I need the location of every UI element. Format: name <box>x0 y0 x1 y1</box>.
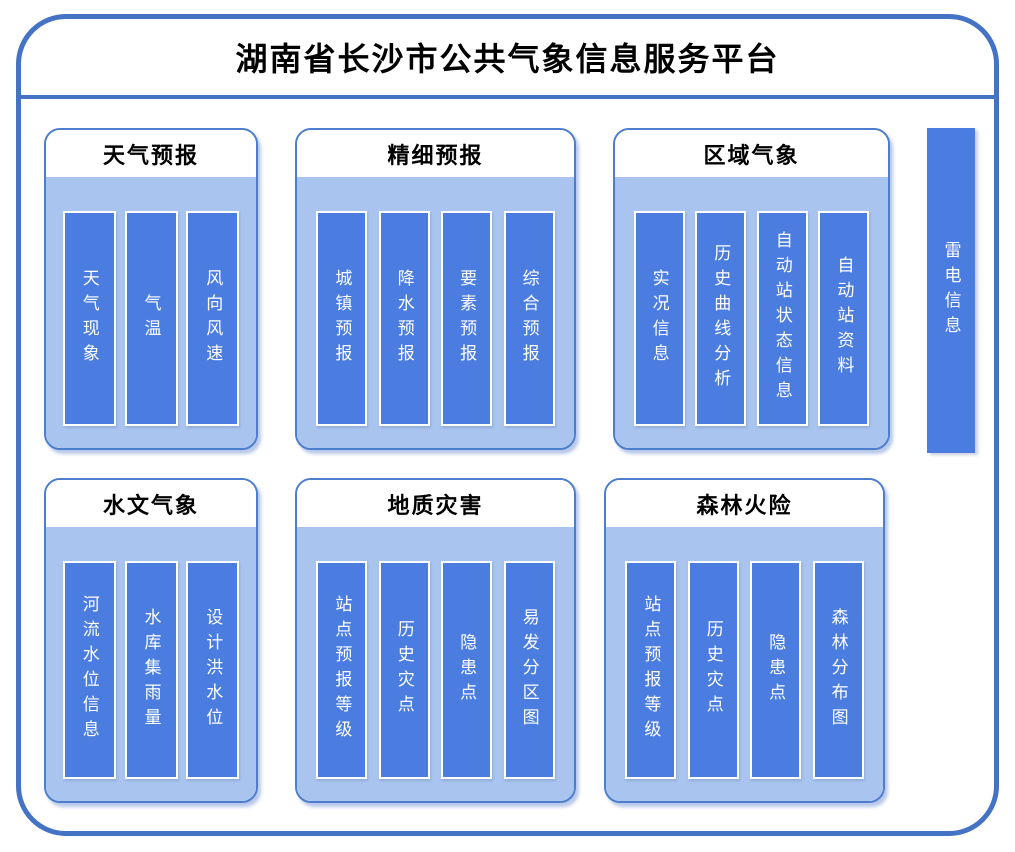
panel-regional-weather-body: 实况信息 历史曲线分析 自动站状态信息 自动站资料 <box>615 177 888 448</box>
lightning-info-bar-label: 雷电信息 <box>941 240 961 341</box>
panel-hydrology-weather: 水文气象 河流水位信息 水库集雨量 设计洪水位 <box>44 478 258 803</box>
title-bar: 湖南省长沙市公共气象信息服务平台 <box>21 19 994 99</box>
panel-forest-fire-title: 森林火险 <box>606 480 883 527</box>
module-bar: 森林分布图 <box>812 561 864 779</box>
panel-geological-disaster: 地质灾害 站点预报等级 历史灾点 隐患点 易发分区图 <box>295 478 576 803</box>
panel-fine-forecast-body: 城镇预报 降水预报 要素预报 综合预报 <box>297 177 574 448</box>
module-bar-label: 降水预报 <box>394 268 414 369</box>
module-bar: 站点预报等级 <box>625 561 677 779</box>
module-bar: 风向风速 <box>186 211 240 426</box>
panel-geological-disaster-title: 地质灾害 <box>297 480 574 527</box>
module-bar-label: 森林分布图 <box>828 607 848 733</box>
module-bar-label: 历史曲线分析 <box>711 243 731 394</box>
module-bar: 降水预报 <box>378 211 430 426</box>
module-bar: 自动站资料 <box>818 211 870 426</box>
module-bar: 实况信息 <box>633 211 685 426</box>
module-bar-label: 隐患点 <box>766 632 786 708</box>
module-bar: 隐患点 <box>750 561 802 779</box>
panel-regional-weather-title: 区域气象 <box>615 130 888 177</box>
panel-fine-forecast: 精细预报 城镇预报 降水预报 要素预报 综合预报 <box>295 128 576 450</box>
panel-forest-fire: 森林火险 站点预报等级 历史灾点 隐患点 森林分布图 <box>604 478 885 803</box>
panel-forest-fire-body: 站点预报等级 历史灾点 隐患点 森林分布图 <box>606 527 883 801</box>
module-bar-label: 实况信息 <box>649 268 669 369</box>
module-bar: 自动站状态信息 <box>756 211 808 426</box>
module-bar-label: 综合预报 <box>519 268 539 369</box>
module-bar-label: 河流水位信息 <box>79 595 99 745</box>
module-bar: 易发分区图 <box>503 561 555 779</box>
module-bar: 水库集雨量 <box>124 561 178 779</box>
lightning-info-bar: 雷电信息 <box>927 128 975 453</box>
module-bar-label: 风向风速 <box>203 268 223 369</box>
module-bar-label: 自动站资料 <box>834 256 854 381</box>
module-bar: 隐患点 <box>441 561 493 779</box>
module-bar: 站点预报等级 <box>316 561 368 779</box>
panel-hydrology-weather-title: 水文气象 <box>46 480 256 527</box>
module-bar: 历史曲线分析 <box>695 211 747 426</box>
module-bar-label: 站点预报等级 <box>332 595 352 745</box>
module-bar-label: 历史灾点 <box>394 620 414 720</box>
panel-fine-forecast-title: 精细预报 <box>297 130 574 177</box>
module-bar-label: 水库集雨量 <box>141 607 161 733</box>
module-bar-label: 历史灾点 <box>703 620 723 720</box>
panel-regional-weather: 区域气象 实况信息 历史曲线分析 自动站状态信息 自动站资料 <box>613 128 890 450</box>
module-bar: 城镇预报 <box>316 211 368 426</box>
module-bar-label: 易发分区图 <box>519 607 539 733</box>
module-bar-label: 设计洪水位 <box>203 607 223 733</box>
module-bar: 气温 <box>124 211 178 426</box>
module-bar-label: 站点预报等级 <box>641 595 661 745</box>
module-bar: 历史灾点 <box>687 561 739 779</box>
panel-weather-forecast-body: 天气现象 气温 风向风速 <box>46 177 256 448</box>
page-title: 湖南省长沙市公共气象信息服务平台 <box>235 41 780 77</box>
panel-hydrology-weather-body: 河流水位信息 水库集雨量 设计洪水位 <box>46 527 256 801</box>
module-bar-label: 隐患点 <box>457 632 477 708</box>
module-bar: 设计洪水位 <box>186 561 240 779</box>
module-bar: 河流水位信息 <box>62 561 116 779</box>
module-bar: 历史灾点 <box>378 561 430 779</box>
module-bar: 要素预报 <box>441 211 493 426</box>
panel-geological-disaster-body: 站点预报等级 历史灾点 隐患点 易发分区图 <box>297 527 574 801</box>
module-bar-label: 城镇预报 <box>332 268 352 369</box>
module-bar-label: 要素预报 <box>457 268 477 369</box>
module-bar-label: 自动站状态信息 <box>772 231 792 406</box>
module-bar-label: 气温 <box>141 293 161 344</box>
panel-weather-forecast-title: 天气预报 <box>46 130 256 177</box>
module-bar-label: 天气现象 <box>79 268 99 369</box>
panel-weather-forecast: 天气预报 天气现象 气温 风向风速 <box>44 128 258 450</box>
module-bar: 综合预报 <box>503 211 555 426</box>
module-bar: 天气现象 <box>62 211 116 426</box>
